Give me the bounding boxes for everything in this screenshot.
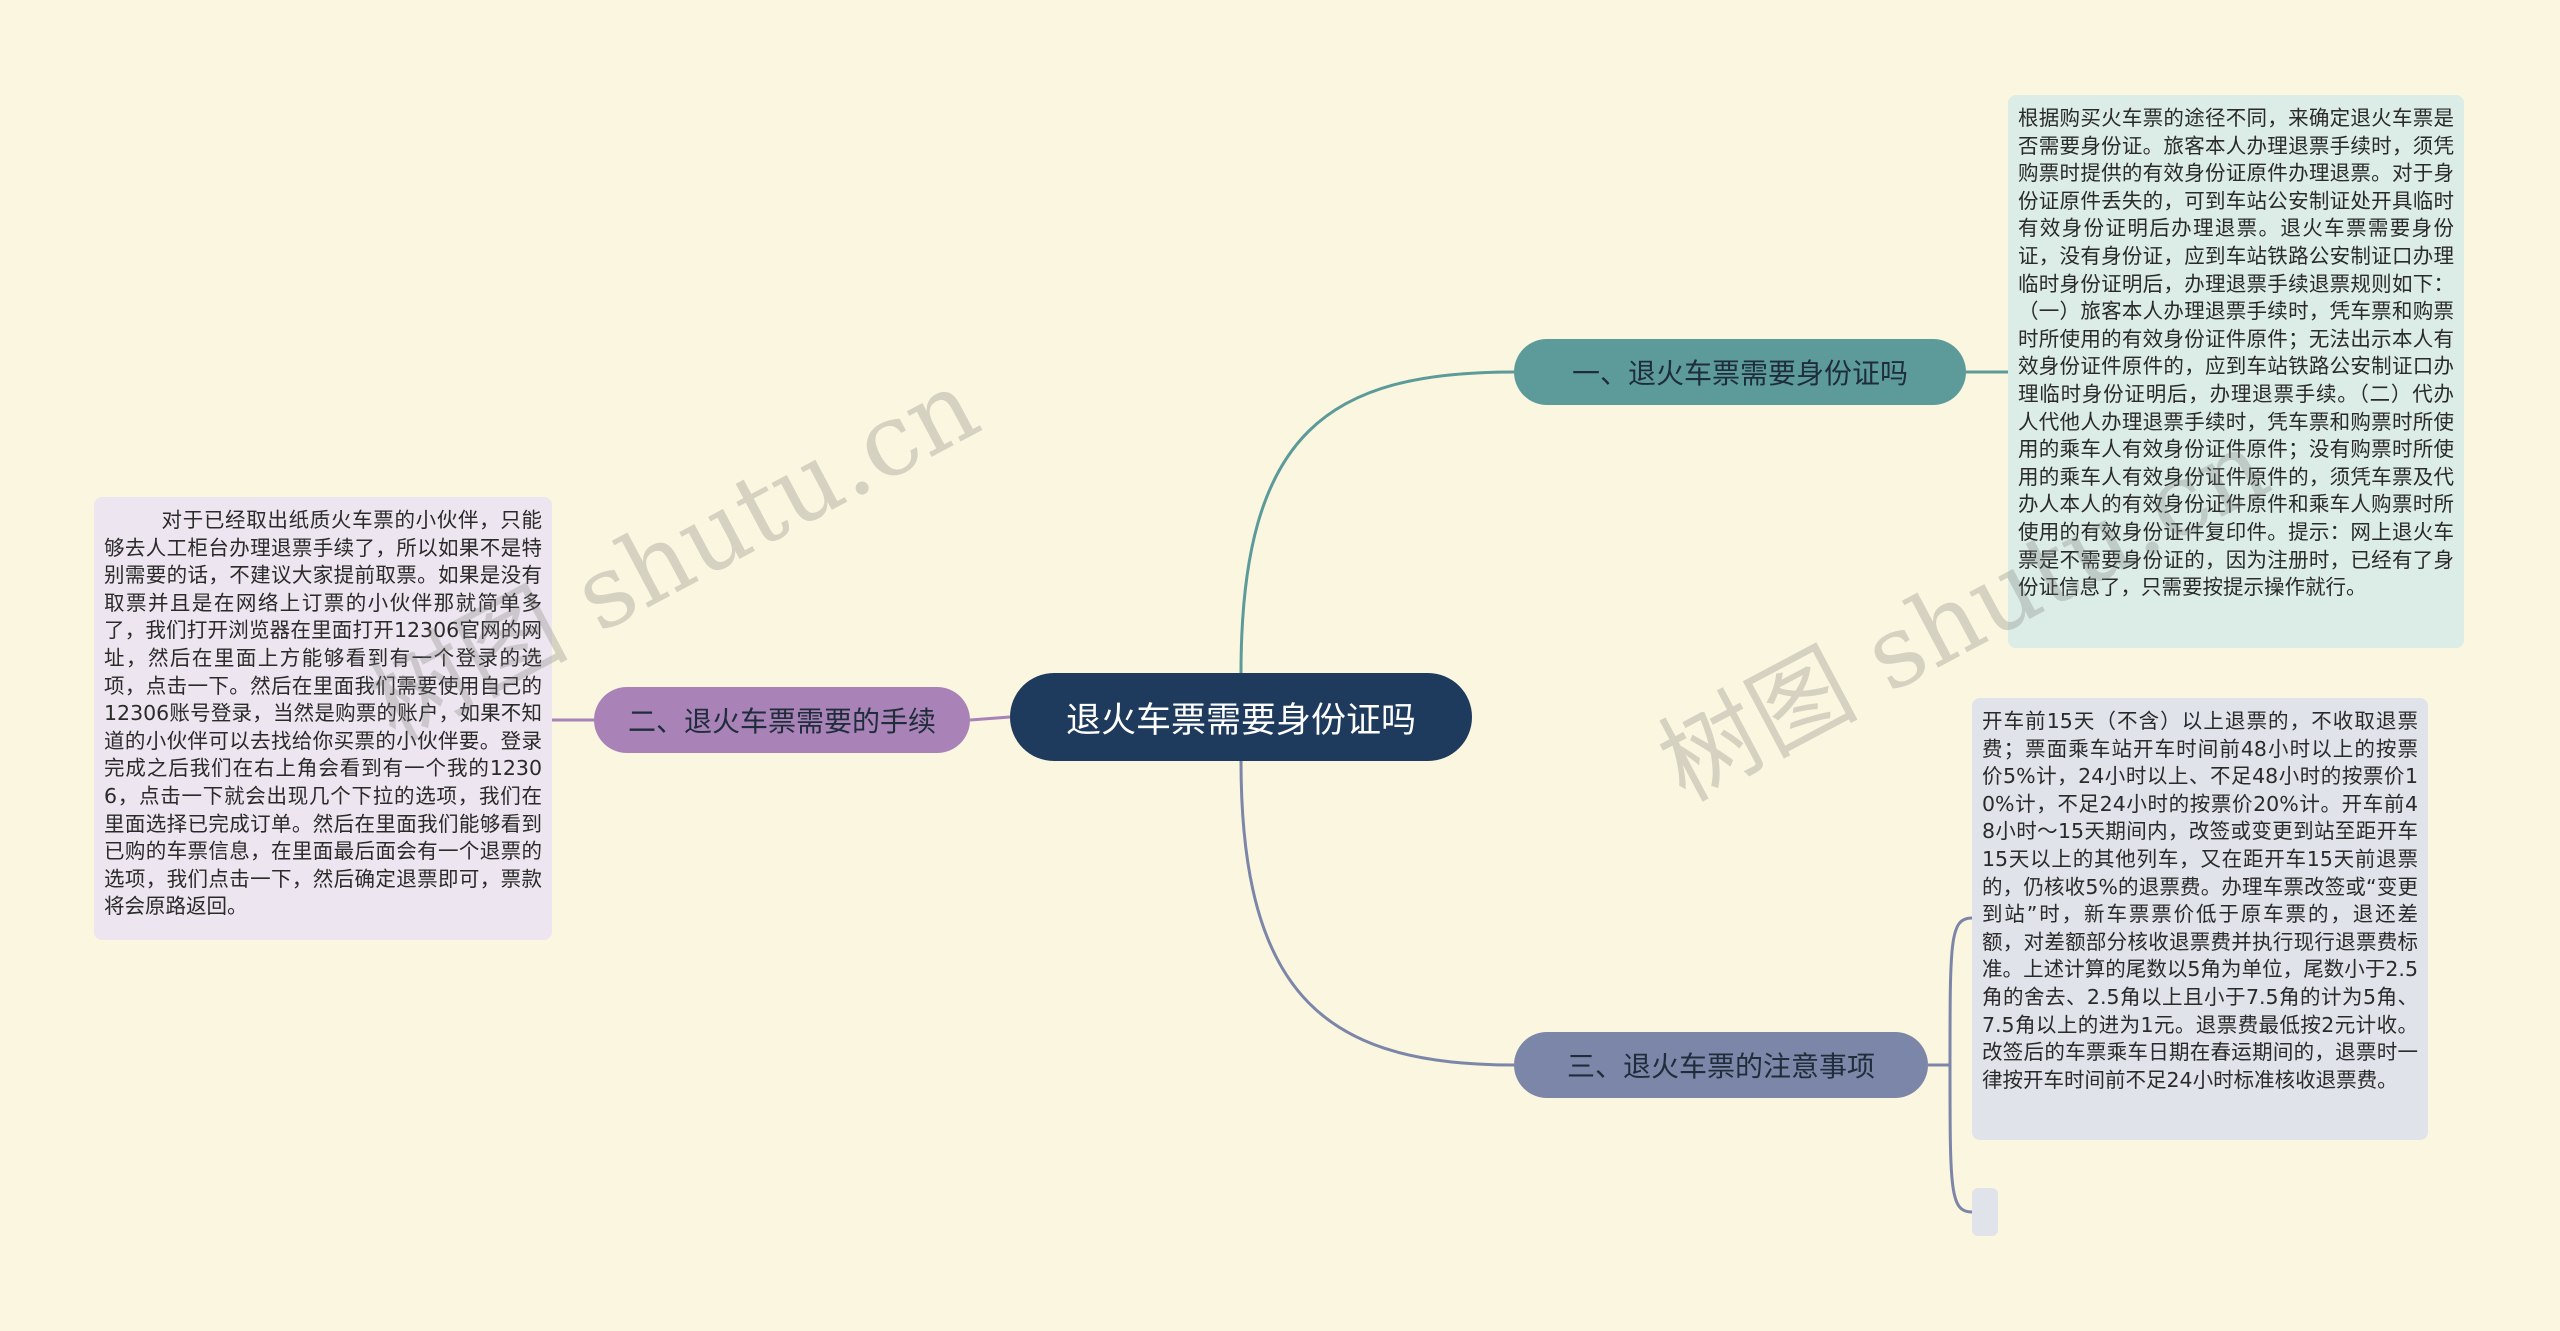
leaf-text: 根据购买火车票的途径不同，来确定退火车票是否需要身份证。旅客本人办理退票手续时，… bbox=[2018, 106, 2454, 600]
central-topic[interactable]: 退火车票需要身份证吗 bbox=[1010, 673, 1472, 761]
link-branch3-leaf3 bbox=[1928, 916, 1973, 1067]
branch-notes[interactable]: 三、退火车票的注意事项 bbox=[1514, 1032, 1928, 1098]
leaf-text: 对于已经取出纸质火车票的小伙伴，只能够去人工柜台办理退票手续了，所以如果不是特别… bbox=[104, 508, 542, 919]
leaf-id-card-detail[interactable]: 根据购买火车票的途径不同，来确定退火车票是否需要身份证。旅客本人办理退票手续时，… bbox=[2008, 95, 2464, 648]
branch-procedures[interactable]: 二、退火车票需要的手续 bbox=[594, 687, 970, 753]
branch-id-card[interactable]: 一、退火车票需要身份证吗 bbox=[1514, 339, 1966, 405]
leaf-procedures-detail[interactable]: 对于已经取出纸质火车票的小伙伴，只能够去人工柜台办理退票手续了，所以如果不是特别… bbox=[94, 497, 552, 940]
leaf-empty-node[interactable] bbox=[1972, 1188, 1998, 1236]
leaf-text: 开车前15天（不含）以上退票的，不收取退票费；票面乘车站开车时间前48小时以上的… bbox=[1982, 709, 2418, 1092]
link-branch3-leaf4 bbox=[1948, 1064, 1973, 1214]
link-center-branch2 bbox=[969, 715, 1011, 722]
leaf-notes-detail[interactable]: 开车前15天（不含）以上退票的，不收取退票费；票面乘车站开车时间前48小时以上的… bbox=[1972, 698, 2428, 1140]
central-topic-label: 退火车票需要身份证吗 bbox=[1065, 700, 1416, 741]
branch-label: 三、退火车票的注意事项 bbox=[1566, 1050, 1875, 1083]
link-center-branch3 bbox=[1239, 760, 1515, 1067]
branch-label: 二、退火车票需要的手续 bbox=[627, 705, 936, 738]
branch-label: 一、退火车票需要身份证吗 bbox=[1571, 357, 1908, 390]
link-center-branch1 bbox=[1239, 370, 1515, 674]
